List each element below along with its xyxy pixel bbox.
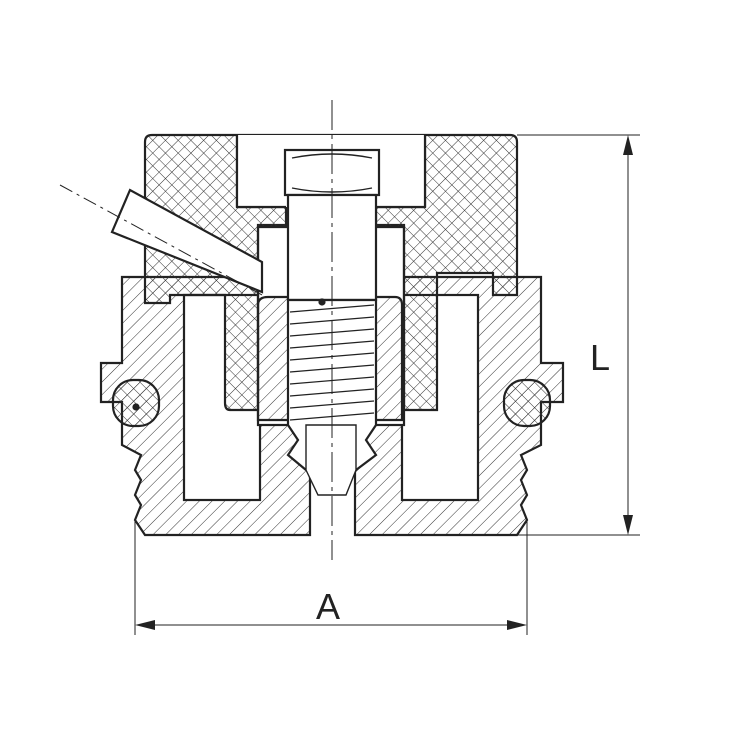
o-ring-right <box>502 378 552 428</box>
dimension-label-a: A <box>316 586 341 627</box>
cap-section <box>143 133 519 412</box>
side-port-tube <box>110 188 264 294</box>
o-ring-left <box>111 378 161 428</box>
dimension-label-l: L <box>590 337 611 378</box>
needle-tip <box>305 424 357 496</box>
